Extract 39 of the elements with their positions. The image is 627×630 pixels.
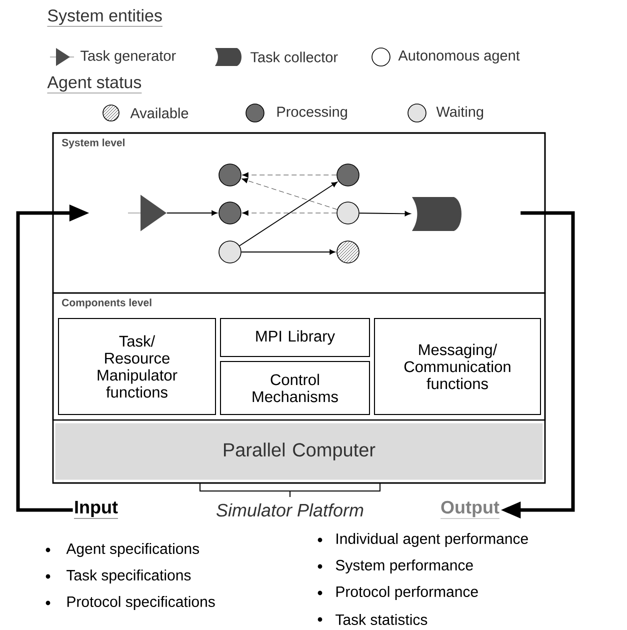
bullet-item: System performance: [318, 560, 473, 574]
arrow: [358, 211, 411, 216]
bullet-item: Protocol specifications: [46, 596, 215, 610]
legend-label: Available: [130, 108, 188, 118]
legend-label: Task collector: [250, 52, 338, 62]
agent-circle: [218, 202, 242, 224]
arrow: [242, 210, 337, 216]
bullet-item: Protocol performance: [318, 586, 478, 600]
legend-label: Waiting: [436, 106, 484, 120]
level-panel: System level: [52, 132, 546, 294]
component-box: Messaging/ Communication functions: [374, 318, 541, 415]
section-heading: Output: [440, 500, 500, 519]
legend-label: Autonomous agent: [398, 50, 520, 64]
bullet-item: Task statistics: [318, 614, 428, 625]
arrow: [242, 172, 337, 178]
section-heading: Input: [74, 500, 118, 519]
bullet-item: Agent specifications: [46, 543, 200, 557]
agent-circle: [336, 202, 360, 224]
platform-caption: Simulator Platform: [216, 503, 364, 517]
component-box: Task/ Resource Manipulator functions: [58, 318, 216, 415]
agent-circle: [218, 240, 242, 264]
agent-circle: [336, 240, 360, 264]
bullet-item: Individual agent performance: [318, 533, 528, 547]
section-title: System entities: [47, 9, 163, 27]
section-title: Agent status: [47, 76, 142, 94]
arrow: [241, 178, 338, 210]
arrow: [240, 249, 336, 255]
component-box: MPI Library: [220, 318, 370, 357]
arrow: [239, 182, 338, 246]
component-box: Control Mechanisms: [220, 361, 370, 415]
task-collector: [412, 197, 462, 231]
task-generator: [128, 194, 167, 232]
platform-bar: Parallel Computer: [55, 423, 543, 480]
arrow: [166, 210, 218, 216]
agent-circle: [336, 164, 360, 186]
legend-label: Processing: [277, 106, 347, 120]
legend-label: Task generator: [80, 50, 176, 64]
bullet-item: Task specifications: [46, 570, 191, 584]
agent-circle: [218, 164, 242, 186]
